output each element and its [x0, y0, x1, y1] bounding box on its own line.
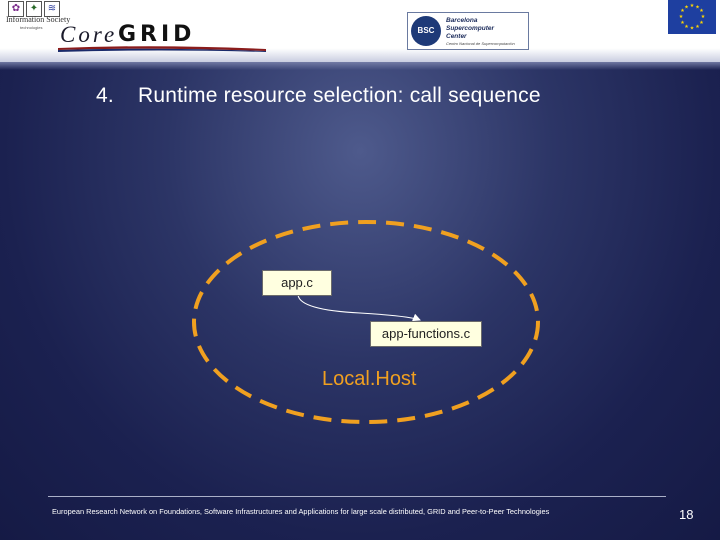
- ist-logo: ✿ ✦ ≋ Information Society technologies: [4, 0, 70, 36]
- file-box-app: app.c: [262, 270, 332, 296]
- ist-tile-icon: ✦: [26, 1, 42, 17]
- svg-text:★: ★: [695, 5, 700, 11]
- footer-divider: [48, 496, 666, 497]
- coregrid-core-text: Core: [60, 22, 118, 47]
- ist-logo-text: Information Society: [6, 15, 71, 24]
- svg-text:★: ★: [699, 20, 704, 26]
- bsc-name-line: Barcelona: [446, 17, 478, 24]
- file-box-app-functions: app-functions.c: [370, 321, 482, 347]
- page-number: 18: [679, 507, 694, 522]
- bsc-subtitle: Centro Nacional de Supercomputación: [446, 41, 515, 46]
- coregrid-grid-text: GRID: [118, 22, 196, 47]
- host-label: Local.Host: [322, 368, 417, 390]
- ist-logo-tiles: ✿ ✦ ≋: [8, 1, 60, 17]
- slide-title-number: 4.: [96, 84, 114, 107]
- bsc-name-line: Center: [446, 33, 467, 40]
- svg-text:★: ★: [680, 20, 685, 26]
- ist-tile-icon: ✿: [8, 1, 24, 17]
- ist-logo-subtext: technologies: [20, 25, 43, 30]
- header-divider: [0, 62, 720, 70]
- svg-text:★: ★: [701, 14, 706, 20]
- call-arrow: [297, 294, 421, 322]
- ist-tile-icon: ≋: [44, 1, 60, 17]
- coregrid-swoosh-icon: [58, 46, 266, 52]
- svg-text:★: ★: [679, 14, 684, 20]
- slide-title: 4. Runtime resource selection: call seque…: [96, 84, 541, 108]
- bsc-badge: BSC: [411, 16, 441, 46]
- eu-stars-icon: ★★★ ★★★ ★★★ ★★★: [679, 3, 706, 32]
- svg-text:★: ★: [690, 26, 695, 32]
- eu-flag-icon: ★★★ ★★★ ★★★ ★★★: [668, 0, 716, 34]
- bsc-name-line: Supercomputer: [446, 25, 495, 32]
- slide-title-text: Runtime resource selection: call sequenc…: [138, 84, 541, 107]
- svg-text:★: ★: [690, 3, 695, 9]
- slide-header: ✿ ✦ ≋ Information Society technologies C…: [0, 0, 720, 62]
- svg-text:★: ★: [680, 8, 685, 14]
- footer-text: European Research Network on Foundations…: [52, 507, 550, 516]
- svg-text:★: ★: [699, 8, 704, 14]
- bsc-logo: BSC Barcelona Supercomputer Center Centr…: [407, 12, 529, 50]
- localhost-boundary: [192, 220, 540, 424]
- coregrid-logo: Core GRID: [58, 18, 266, 54]
- svg-text:★: ★: [684, 24, 689, 30]
- svg-text:★: ★: [695, 24, 700, 30]
- svg-text:★: ★: [684, 5, 689, 11]
